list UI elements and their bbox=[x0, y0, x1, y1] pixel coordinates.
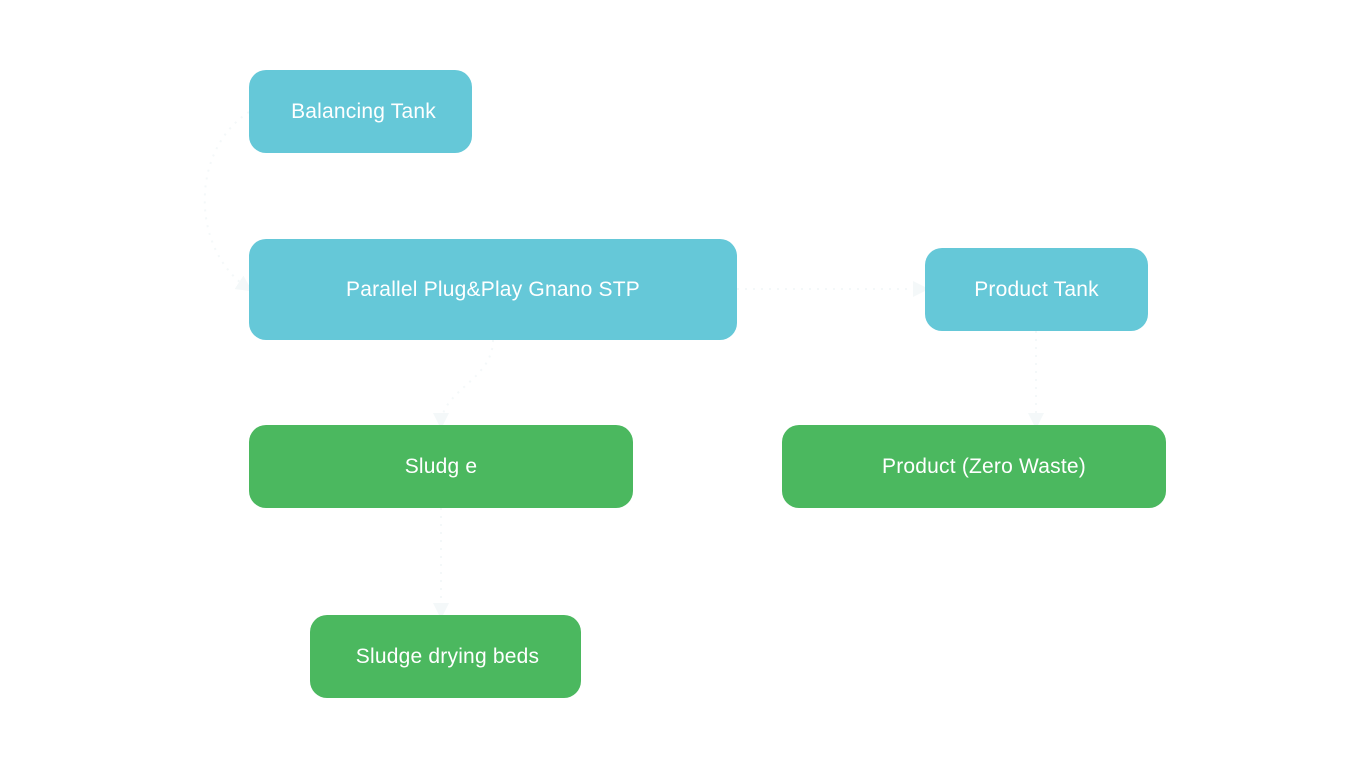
node-label: Sludg e bbox=[404, 454, 478, 478]
node-label: Product Tank bbox=[974, 277, 1099, 301]
node-label: Parallel Plug&Play Gnano STP bbox=[346, 277, 640, 301]
node-label: Balancing Tank bbox=[291, 99, 436, 123]
node-sludge-drying-beds[interactable]: Sludge drying beds bbox=[310, 615, 581, 698]
node-parallel-plug-play-stp[interactable]: Parallel Plug&Play Gnano STP bbox=[249, 239, 737, 340]
edge-balancing-to-parallel bbox=[203, 111, 253, 292]
node-label: Sludge drying beds bbox=[355, 644, 540, 668]
node-label: Product (Zero Waste) bbox=[882, 454, 1086, 478]
node-sludge[interactable]: Sludg e bbox=[249, 425, 633, 508]
node-product-zero-waste[interactable]: Product (Zero Waste) bbox=[782, 425, 1166, 508]
edge-parallel-to-sludge bbox=[433, 339, 494, 429]
node-product-tank[interactable]: Product Tank bbox=[925, 248, 1148, 331]
node-balancing-tank[interactable]: Balancing Tank bbox=[249, 70, 472, 153]
